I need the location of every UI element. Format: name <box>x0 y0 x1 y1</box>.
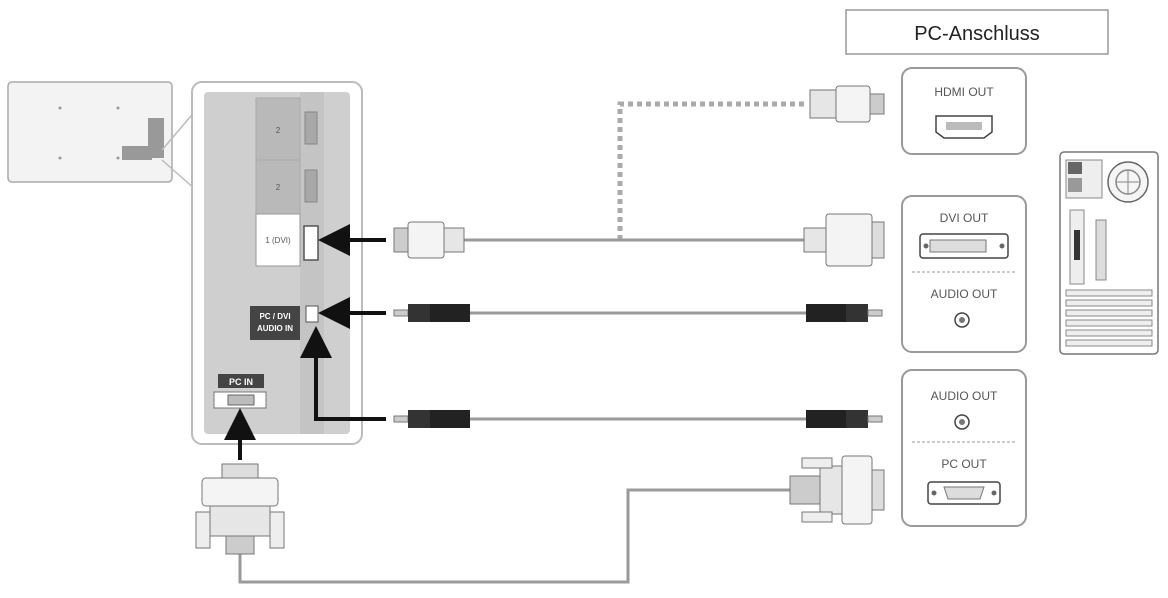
hdmi-out-box: HDMI OUT <box>901 67 1027 155</box>
audio-plug-pc-side-icon <box>806 304 883 322</box>
vga-cable <box>238 488 790 584</box>
pc-in-port <box>227 394 255 406</box>
audio-out-label-2: AUDIO OUT <box>931 389 998 403</box>
dvi-out-label: DVI OUT <box>940 211 989 225</box>
hdmi-port-label-3: 2 <box>276 183 281 192</box>
dvi-audio-out-box: DVI OUT AUDIO OUT <box>901 195 1027 353</box>
audio-in-label-line1: PC / DVI <box>259 312 290 321</box>
audio-in-label-line2: AUDIO IN <box>257 324 293 333</box>
audio-plug-pc-side-icon-2 <box>806 410 883 428</box>
audio-pc-out-box: AUDIO OUT PC OUT <box>901 369 1027 527</box>
pc-out-label: PC OUT <box>941 457 987 471</box>
pc-in-label: PC IN <box>229 377 253 387</box>
audio-out-label-1: AUDIO OUT <box>931 287 998 301</box>
vga-plug-pc-side-icon <box>789 455 885 525</box>
hdmi-out-label: HDMI OUT <box>934 85 994 99</box>
audio-plug-tv-side-icon <box>393 304 470 322</box>
audio-arrow-2 <box>300 326 386 421</box>
title-box: PC-Anschluss <box>845 9 1109 55</box>
dvi-plug-icon <box>803 213 885 267</box>
audio-in-jack <box>305 305 319 323</box>
tv-back-panel: 2 2 1 (DVI) PC / DVI AUDIO IN PC IN <box>191 81 363 445</box>
hdmi-alternative-cable <box>617 101 808 240</box>
audio-plug-tv-side-icon-2 <box>393 410 470 428</box>
hdmi-port-label-2: 2 <box>276 126 281 135</box>
hdmi-input-port <box>303 225 319 261</box>
pc-tower-icon <box>1059 151 1159 355</box>
vga-plug-tv-side-icon <box>195 463 285 555</box>
hdmi-port-label-1-dvi: 1 (DVI) <box>265 236 291 245</box>
hdmi-plug-tv-side-icon <box>393 221 465 259</box>
tv-thumbnail <box>7 81 197 191</box>
hdmi-plug-icon <box>809 85 885 123</box>
page-title: PC-Anschluss <box>914 23 1040 45</box>
